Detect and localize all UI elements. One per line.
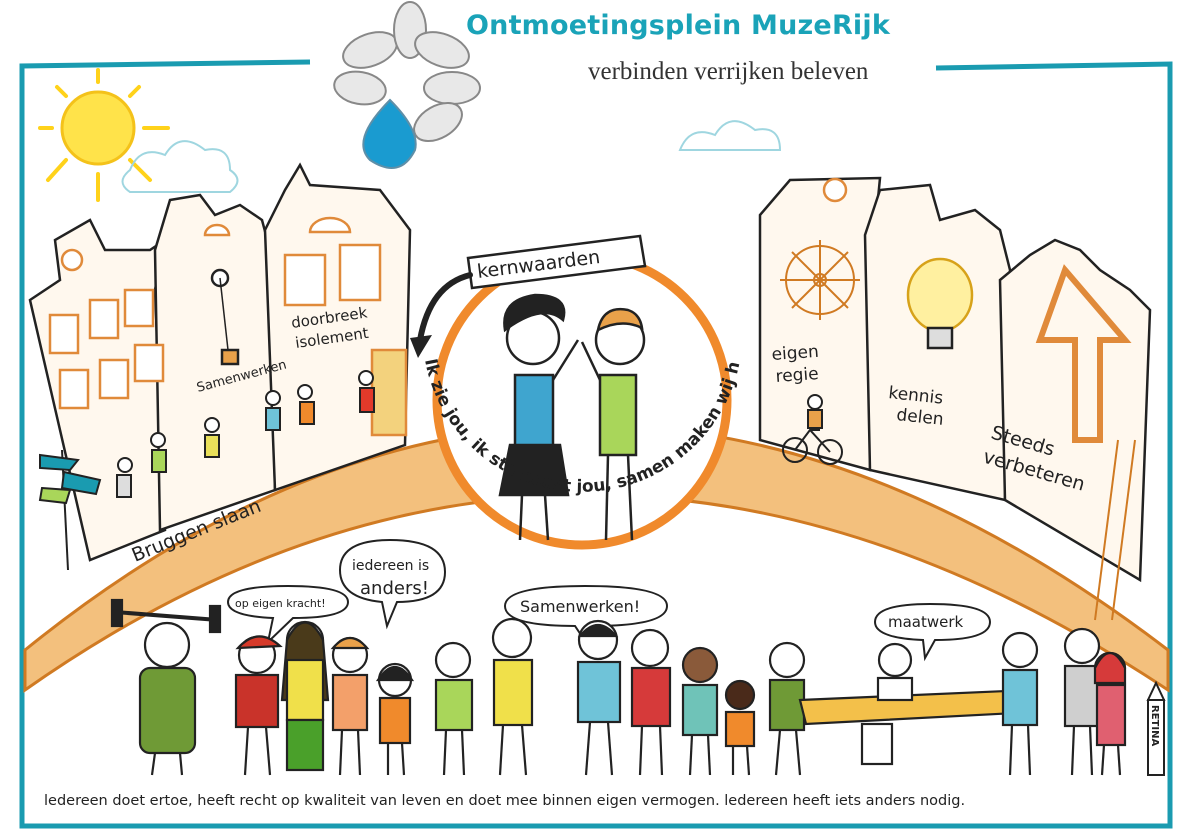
kernwaarden-tag bbox=[410, 234, 647, 358]
crowd bbox=[110, 598, 1127, 776]
page-tagline: verbinden verrijken beleven bbox=[588, 58, 869, 85]
speech-bubbles bbox=[226, 538, 992, 662]
frame bbox=[19, 59, 1173, 829]
anders-bubble-line2: anders! bbox=[360, 578, 429, 599]
right-houses bbox=[758, 176, 1152, 621]
sun-icon bbox=[38, 68, 170, 202]
delen-label: delen bbox=[895, 405, 944, 430]
samenwerken-bubble-text: Samenwerken! bbox=[520, 597, 640, 616]
footer-statement: ledereen doet ertoe, heeft recht op kwal… bbox=[44, 793, 966, 809]
anders-bubble-line1: iedereen is bbox=[352, 558, 429, 574]
left-house-figures bbox=[116, 370, 375, 498]
maatwerk-bubble-text: maatwerk bbox=[888, 613, 964, 631]
signature: RETINA bbox=[1149, 705, 1160, 746]
kracht-bubble-text: op eigen kracht! bbox=[235, 597, 326, 610]
kernwaarden-circle bbox=[432, 250, 732, 550]
eigen-label: eigen bbox=[771, 342, 819, 365]
regie-label: regie bbox=[775, 364, 819, 387]
pencil-icon bbox=[1146, 680, 1166, 776]
bicycle-icon bbox=[782, 394, 843, 465]
ground-arc bbox=[23, 423, 1170, 693]
page-title: Ontmoetingsplein MuzeRijk bbox=[466, 10, 891, 41]
signpost-icon bbox=[38, 449, 102, 571]
cloud-icon bbox=[121, 120, 782, 193]
lightbulb-icon bbox=[906, 257, 974, 350]
muzerijk-logo-icon bbox=[333, 1, 481, 169]
